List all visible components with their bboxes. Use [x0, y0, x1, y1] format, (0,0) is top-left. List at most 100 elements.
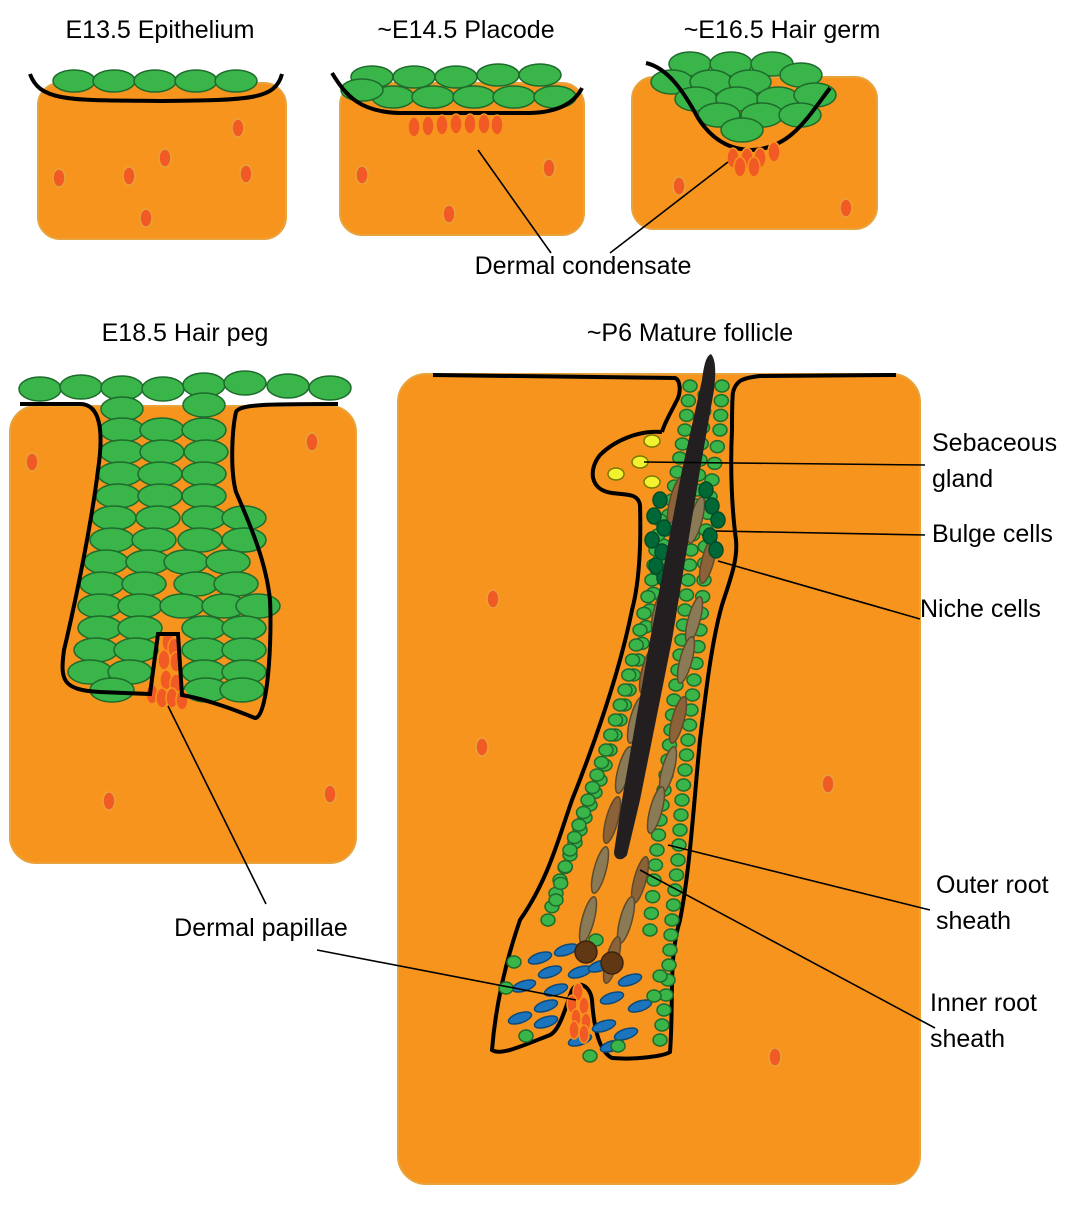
dermal-condensate-cell: [408, 117, 420, 137]
stage-title-e13-5: E13.5 Epithelium: [65, 16, 254, 44]
dermal-condensate-cell: [748, 157, 760, 177]
dermal-fibroblast: [306, 433, 318, 451]
outer-root-sheath-cell: [715, 380, 729, 392]
outer-root-sheath-cell: [664, 929, 678, 941]
outer-root-sheath-cell: [572, 819, 586, 831]
outer-root-sheath-cell: [680, 589, 694, 601]
epithelial-cell: [453, 86, 495, 108]
epithelial-cell: [214, 572, 258, 596]
outer-root-sheath-cell: [558, 861, 572, 873]
outer-root-sheath-label: Outer rootsheath: [936, 871, 1049, 935]
epithelial-cell: [220, 678, 264, 702]
niche-cells-label: Niche cells: [920, 595, 1041, 623]
epithelial-cell: [78, 616, 122, 640]
epithelial-cell: [138, 484, 182, 508]
epithelial-cell: [206, 550, 250, 574]
epithelial-cell: [182, 616, 226, 640]
bulge-cells-label: Bulge cells: [932, 520, 1053, 548]
dermal-condensate-cell: [436, 115, 448, 135]
outer-root-sheath-cell: [680, 409, 694, 421]
epithelial-cell: [215, 70, 257, 92]
epithelial-cell: [80, 572, 124, 596]
panel-p6: [317, 354, 935, 1184]
dermal-fibroblast: [53, 169, 65, 187]
epithelial-cell: [341, 79, 383, 101]
dermal-fibroblast: [159, 149, 171, 167]
epithelial-cell: [175, 70, 217, 92]
outer-root-sheath-cell: [675, 794, 689, 806]
matrix-cell: [583, 1050, 597, 1062]
epithelial-cell: [60, 375, 102, 399]
dermal-fibroblast: [103, 792, 115, 810]
outer-root-sheath-cell: [549, 894, 563, 906]
epithelial-cell: [519, 64, 561, 86]
epithelial-cell: [118, 616, 162, 640]
epithelial-cell: [140, 440, 184, 464]
dermal-condensate-cell: [158, 650, 170, 670]
outer-root-sheath-cell: [678, 424, 692, 436]
bulge-cell: [657, 520, 671, 536]
outer-root-sheath-cell: [667, 899, 681, 911]
outer-root-sheath-cell: [714, 395, 728, 407]
epithelial-cells: [341, 64, 576, 108]
dermal-condensate-cell: [734, 157, 746, 177]
epithelial-cell: [138, 462, 182, 486]
epithelial-cell: [412, 86, 454, 108]
outer-root-sheath-cell: [671, 854, 685, 866]
dermal-fibroblast: [476, 738, 488, 756]
epithelial-cell: [132, 528, 176, 552]
matrix-cell: [611, 1040, 625, 1052]
epithelial-cell: [182, 506, 226, 530]
dermal-fibroblast: [543, 159, 555, 177]
outer-root-sheath-cell: [618, 684, 632, 696]
epithelial-cell: [182, 484, 226, 508]
epithelial-cells: [53, 70, 257, 92]
stage-title-p6: ~P6 Mature follicle: [587, 319, 793, 347]
epithelial-cell: [93, 70, 135, 92]
epithelial-cell: [134, 70, 176, 92]
outer-root-sheath-cell: [677, 779, 691, 791]
epithelial-cell: [236, 594, 280, 618]
melanocyte: [601, 952, 623, 974]
outer-root-sheath-cell: [554, 877, 568, 889]
epithelial-cell: [224, 371, 266, 395]
epithelial-cell: [160, 594, 204, 618]
matrix-cell: [647, 990, 661, 1002]
outer-root-sheath-cell: [665, 914, 679, 926]
stage-title-e18-5: E18.5 Hair peg: [102, 319, 269, 347]
epithelial-cell: [142, 377, 184, 401]
epithelial-cell: [114, 638, 158, 662]
epithelial-cell: [183, 393, 225, 417]
dermal-fibroblast: [240, 165, 252, 183]
dermal-fibroblast: [123, 167, 135, 185]
epithelial-cell: [184, 440, 228, 464]
epithelial-cell: [477, 64, 519, 86]
outer-root-sheath-cell: [681, 734, 695, 746]
epithelial-cell: [182, 418, 226, 442]
dermal-fibroblast: [26, 453, 38, 471]
panel-e13-5: [30, 70, 286, 239]
outer-root-sheath-cell: [613, 699, 627, 711]
outer-root-sheath-cell: [581, 794, 595, 806]
outer-root-sheath-cell: [637, 607, 651, 619]
melanocyte: [575, 941, 597, 963]
outer-root-sheath-cell: [653, 1034, 667, 1046]
epithelial-cell: [493, 86, 535, 108]
dermal-fibroblast: [769, 1048, 781, 1066]
outer-root-sheath-cell: [657, 1004, 671, 1016]
outer-root-sheath-cell: [646, 891, 660, 903]
epithelial-cell: [174, 572, 218, 596]
outer-root-sheath-cell: [649, 859, 663, 871]
bulge-cell: [653, 492, 667, 508]
outer-root-sheath-cell: [604, 729, 618, 741]
epithelial-cell: [100, 418, 144, 442]
epithelial-cell: [164, 550, 208, 574]
outer-root-sheath-cell: [626, 654, 640, 666]
outer-root-sheath-cell: [568, 832, 582, 844]
stage-title-e14-5: ~E14.5 Placode: [377, 16, 554, 44]
outer-root-sheath-cell: [541, 914, 555, 926]
epithelial-cell: [92, 506, 136, 530]
dermal-condensate-cell: [464, 114, 476, 134]
